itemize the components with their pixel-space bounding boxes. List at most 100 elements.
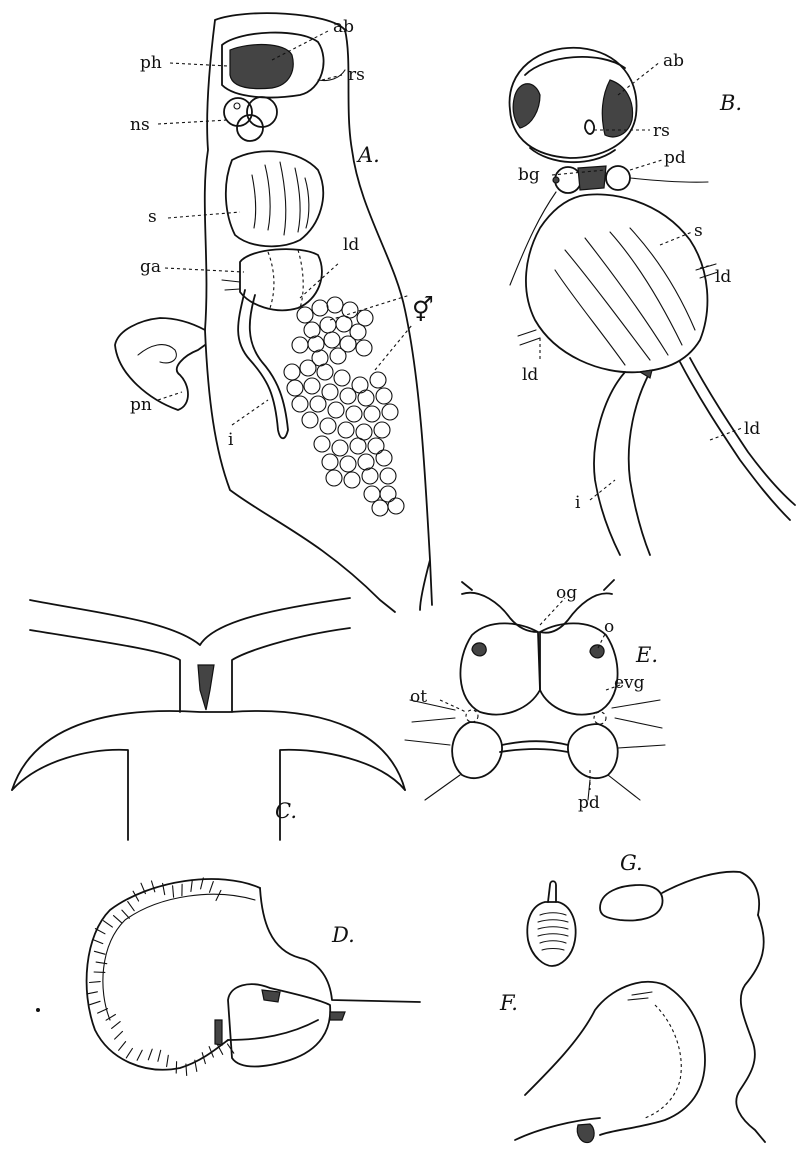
figure-a-stomach-folds	[252, 162, 309, 235]
egg	[382, 404, 398, 420]
figure-c-horn-inner	[12, 750, 405, 840]
label-a-pn: pn	[130, 395, 152, 415]
figure-letter-g: G.	[620, 851, 643, 875]
egg	[320, 418, 336, 434]
label-a-ab: ab	[333, 17, 354, 37]
label-b-pd: pd	[664, 148, 686, 168]
figure-a-ovary-upper	[292, 297, 373, 366]
figure-b-gland-duct	[680, 358, 795, 520]
egg	[320, 317, 336, 333]
figure-e-eye-right	[590, 645, 604, 658]
crest-tooth	[216, 890, 221, 900]
figure-a-gland-dots	[268, 250, 303, 308]
egg	[334, 370, 350, 386]
figure-b-rs	[585, 120, 594, 134]
egg	[368, 438, 384, 454]
crest-tooth	[114, 916, 122, 923]
label-b-ab: ab	[663, 51, 684, 71]
figure-e-eye-left	[472, 643, 486, 656]
egg	[376, 388, 392, 404]
figure-b-stomach-folds	[555, 228, 695, 365]
crest-tooth	[126, 1049, 132, 1058]
egg	[346, 406, 362, 422]
egg	[308, 336, 324, 352]
egg	[292, 337, 308, 353]
egg	[362, 468, 378, 484]
egg	[322, 454, 338, 470]
egg	[292, 396, 308, 412]
egg	[284, 364, 300, 380]
figure-a-anterior-body	[230, 45, 293, 89]
figure-letter-f: F.	[499, 991, 518, 1015]
figure-a-nerve-sphere	[224, 97, 277, 141]
crest-tooth	[87, 992, 98, 994]
figure-a-pn-appendage	[115, 318, 205, 410]
egg	[297, 307, 313, 323]
figure-letter-d: D.	[331, 923, 355, 947]
figure-g-radula-rows	[538, 913, 568, 950]
label-a-ga: ga	[140, 257, 161, 277]
figure-f-tube	[736, 915, 765, 1142]
label-a-ld: ld	[343, 235, 359, 255]
label-e-o: o	[604, 617, 614, 637]
figure-c: C.	[12, 598, 405, 840]
crest-tooth	[115, 1031, 123, 1039]
figure-b-stomach	[526, 194, 707, 372]
figure-b-left-pigment	[513, 84, 540, 128]
figure-d-neck	[228, 888, 420, 1040]
figure-e: og o evg ot pd E.	[405, 580, 665, 813]
egg	[388, 498, 404, 514]
figure-f: F.	[499, 915, 765, 1143]
crest-tooth	[167, 1055, 169, 1066]
egg	[287, 380, 303, 396]
figure-a-gland	[240, 249, 322, 310]
figure-c-horn-curves	[12, 711, 405, 790]
egg	[326, 470, 342, 486]
label-e-evg: evg	[614, 673, 645, 693]
figure-a-gland-duct	[222, 280, 240, 290]
figure-g-duct	[662, 872, 759, 915]
egg	[372, 500, 388, 516]
figure-d-crest-inner	[103, 894, 255, 1020]
egg	[327, 297, 343, 313]
figure-b-leader-lines	[540, 62, 742, 500]
crest-tooth	[106, 1015, 115, 1021]
crest-tooth	[98, 1009, 108, 1014]
label-a-rs: rs	[348, 65, 365, 85]
crest-tooth	[90, 982, 101, 983]
crest-tooth	[112, 1022, 121, 1029]
label-a-ns: ns	[130, 115, 150, 135]
crest-tooth	[210, 882, 214, 893]
figure-d-shade-2	[215, 1020, 222, 1045]
egg	[302, 412, 318, 428]
egg	[312, 300, 328, 316]
egg	[358, 390, 374, 406]
figure-a-intestine	[238, 290, 288, 438]
egg	[370, 372, 386, 388]
label-a-i: i	[228, 430, 234, 450]
figure-c-stem-hatch	[198, 665, 214, 710]
figure-b-ganglia	[553, 166, 630, 193]
figure-a: ph ab rs ns s ga ld ⚥ pn i A.	[115, 13, 434, 612]
label-b-s: s	[694, 221, 703, 241]
egg	[314, 436, 330, 452]
label-e-og: og	[556, 583, 577, 603]
label-e-pd: pd	[578, 793, 600, 813]
figure-b-intestine	[594, 372, 650, 555]
crest-tooth	[119, 1042, 126, 1051]
crest-tooth	[90, 1001, 100, 1004]
figure-e-cerebral-left	[460, 623, 540, 714]
crest-tooth	[152, 881, 155, 892]
figure-letter-e: E.	[635, 643, 658, 667]
crest-tooth	[94, 951, 105, 954]
egg	[350, 438, 366, 454]
figure-a-pn-inner	[138, 345, 176, 363]
crest-tooth	[173, 886, 174, 897]
label-a-hermaphrodite-symbol: ⚥	[412, 296, 434, 324]
crest-tooth	[128, 902, 135, 911]
figure-e-optic-stalk	[462, 580, 614, 590]
label-b-ld-left: ld	[522, 365, 538, 385]
stray-dot	[36, 1008, 40, 1012]
figure-b-capsule-lid	[525, 57, 625, 75]
